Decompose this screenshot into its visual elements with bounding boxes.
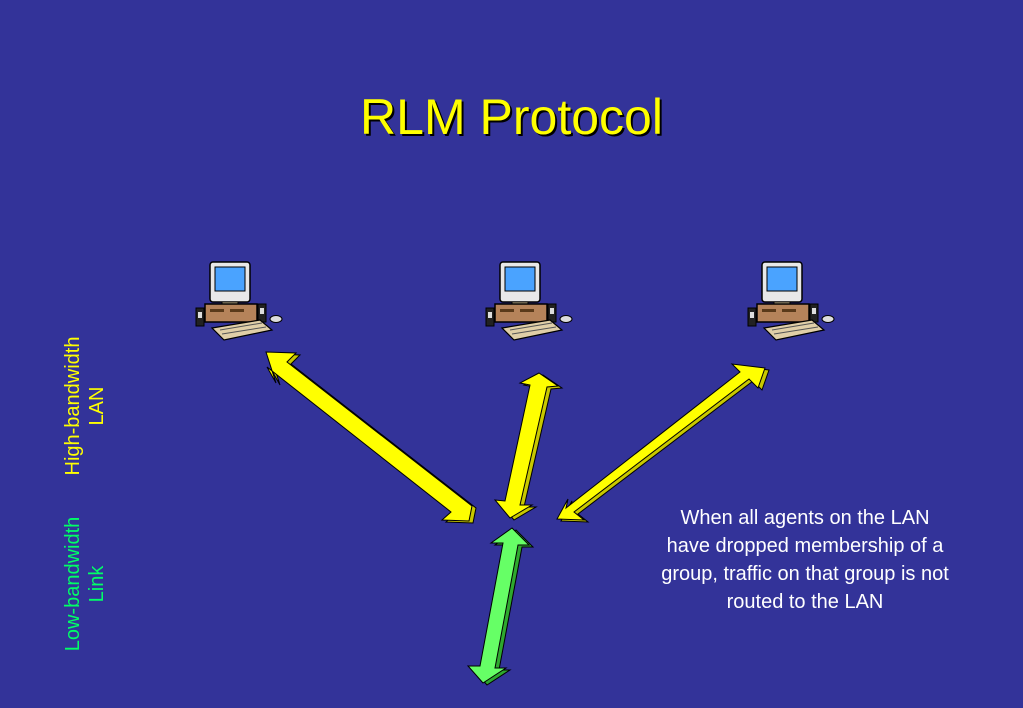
computer-icon [485,261,573,341]
explanation-note: When all agents on the LAN have dropped … [661,507,949,613]
slide-title: RLM Protocol [360,89,663,145]
lan-arrow-right [556,363,770,523]
wan-link-arrow [466,527,535,686]
lan-arrow-left [265,351,477,524]
lan-arrow-middle [493,372,564,521]
computer-icon [747,261,835,341]
computer-icon [195,261,283,341]
